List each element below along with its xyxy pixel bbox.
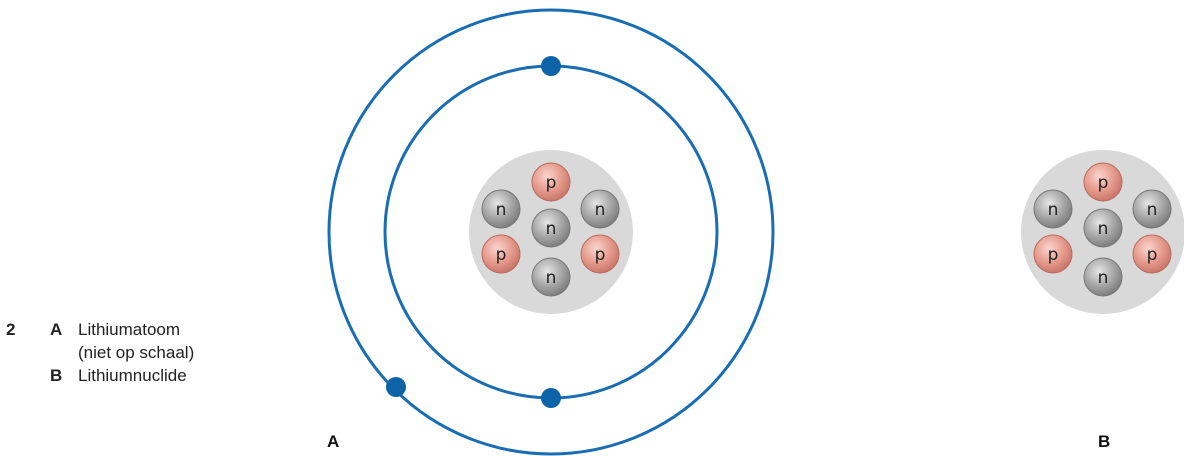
caption-row-b: B Lithiumnuclide (0, 364, 280, 387)
proton-particle: p (1084, 163, 1122, 201)
electron (541, 56, 561, 76)
neutron-symbol: n (595, 200, 606, 220)
neutron-particle: n (1084, 258, 1122, 296)
caption-text-a-continuation: (niet op schaal) (78, 341, 194, 364)
proton-symbol: p (595, 245, 606, 265)
neutron-particle: n (1133, 190, 1171, 228)
neutron-symbol: n (1098, 268, 1109, 288)
proton-symbol: p (496, 245, 507, 265)
proton-particle: p (1034, 235, 1072, 273)
electron (386, 377, 406, 397)
caption-letter-b: B (50, 364, 62, 387)
figure-label-b: B (1098, 432, 1110, 452)
neutron-particle: n (532, 258, 570, 296)
neutron-symbol: n (546, 219, 557, 239)
caption-text-b: Lithiumnuclide (78, 364, 187, 387)
proton-symbol: p (1147, 245, 1158, 265)
caption-text-a: Lithiumatoom (78, 318, 180, 341)
neutron-symbol: n (1048, 200, 1059, 220)
electron (541, 388, 561, 408)
caption-letter-a: A (50, 318, 62, 341)
neutron-symbol: n (1147, 200, 1158, 220)
caption-row-a-continued: (niet op schaal) (0, 341, 280, 364)
nucleus-a: p n n n p p n (469, 150, 633, 314)
figure-label-a: A (327, 432, 339, 452)
neutron-particle: n (532, 209, 570, 247)
figure-caption: 2 A Lithiumatoom (niet op schaal) B Lith… (0, 318, 280, 387)
proton-particle: p (532, 163, 570, 201)
caption-row-a: 2 A Lithiumatoom (0, 318, 280, 341)
atom-a: p n n n p p n (329, 10, 773, 454)
neutron-particle: n (581, 190, 619, 228)
neutron-particle: n (1034, 190, 1072, 228)
proton-symbol: p (546, 173, 557, 193)
nuclide-b: p n n n p p n (1021, 150, 1184, 314)
proton-particle: p (482, 235, 520, 273)
proton-symbol: p (1048, 245, 1059, 265)
proton-particle: p (1133, 235, 1171, 273)
proton-particle: p (581, 235, 619, 273)
proton-symbol: p (1098, 173, 1109, 193)
neutron-symbol: n (496, 200, 507, 220)
figure-number: 2 (6, 318, 15, 341)
neutron-symbol: n (1098, 219, 1109, 239)
neutron-particle: n (482, 190, 520, 228)
neutron-particle: n (1084, 209, 1122, 247)
neutron-symbol: n (546, 268, 557, 288)
